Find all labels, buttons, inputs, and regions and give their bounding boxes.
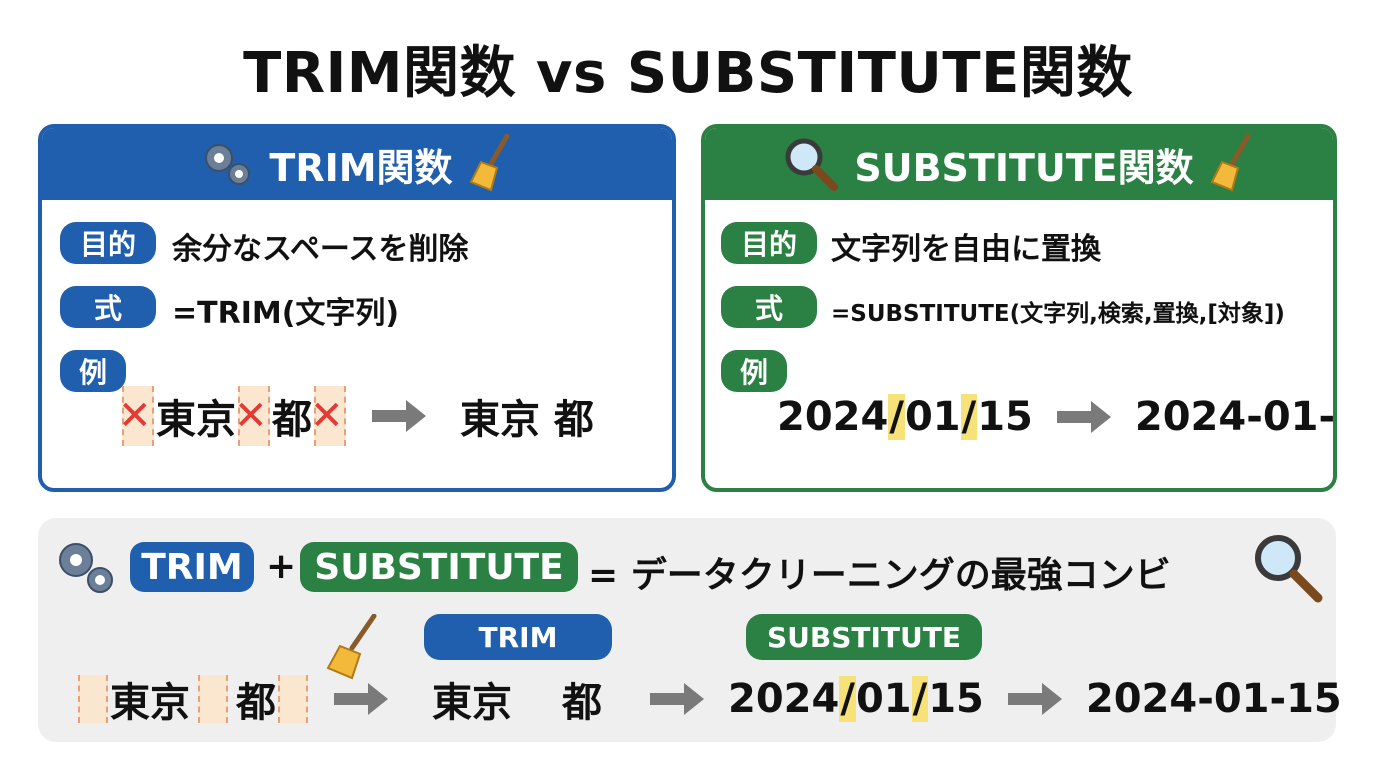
arrow-icon [1007, 683, 1062, 715]
flow-trimmed-1: 東京 [432, 680, 512, 726]
trim-example: ✕ 東京 ✕ 都 ✕ 東京 都 [118, 386, 594, 446]
cross-icon: ✕ [118, 393, 152, 439]
trim-formula-label: 式 [60, 286, 156, 328]
substitute-formula-label: 式 [721, 286, 817, 328]
substitute-card-header: SUBSTITUTE関数 [705, 128, 1333, 200]
trim-example-before-2: 都 [272, 397, 312, 443]
space-marker: ✕ [118, 386, 154, 446]
step-trim-label: TRIM [424, 614, 612, 660]
space-marker: ✕ [234, 386, 270, 446]
flow-input-1: 東京 [110, 680, 190, 726]
slash-highlight: / [960, 394, 978, 440]
page-title: TRIM関数 vs SUBSTITUTE関数 [243, 41, 1133, 106]
substitute-card-title: SUBSTITUTE関数 [854, 145, 1194, 190]
cross-icon: ✕ [234, 393, 268, 439]
arrow-icon [372, 400, 426, 432]
substitute-purpose-text: 文字列を自由に置換 [831, 232, 1101, 267]
substitute-purpose-label: 目的 [721, 222, 817, 264]
sub-example-part: 15 [977, 394, 1033, 440]
trim-formula-text: =TRIM(文字列) [172, 296, 400, 331]
gears-icon [59, 543, 113, 593]
combo-flow: 東京 都 東京 都 2024 / 01 / 15 2024-01-15 [76, 670, 1342, 728]
trim-purpose-text: 余分なスペースを削除 [172, 232, 469, 267]
magnifier-icon [785, 138, 839, 191]
slash-highlight: / [839, 676, 856, 722]
flow-input-2: 都 [236, 680, 276, 726]
trim-purpose-label: 目的 [60, 222, 156, 264]
space-marker [78, 675, 108, 723]
flow-date-part: 01 [855, 676, 912, 722]
combo-substitute-badge: SUBSTITUTE [300, 542, 578, 592]
substitute-example-after: 2024-01-15 [1134, 394, 1336, 440]
flow-final: 2024-01-15 [1085, 676, 1342, 722]
substitute-example-label: 例 [721, 350, 787, 392]
flow-date-part: 2024 [728, 676, 840, 722]
combo-plus: + [266, 546, 297, 587]
arrow-icon [1056, 401, 1111, 433]
broom-icon [469, 134, 510, 192]
trim-card: TRIM関数 目的 余分なスペースを削除 式 =TRIM(文字列) 例 ✕ 東京… [38, 124, 676, 492]
slash-highlight: / [888, 394, 905, 440]
trim-example-after: 東京 都 [460, 397, 594, 443]
combo-panel: TRIM + SUBSTITUTE = データクリーニングの最強コンビ TRIM… [38, 518, 1342, 742]
arrow-icon [650, 683, 704, 715]
trim-example-before-1: 東京 [156, 397, 236, 443]
combo-trim-badge: TRIM [130, 542, 254, 592]
sub-example-part: 01 [904, 394, 961, 440]
trim-example-label: 例 [60, 350, 126, 392]
space-marker [278, 675, 308, 723]
combo-result-text: = データクリーニングの最強コンビ [588, 555, 1171, 596]
space-marker [198, 675, 228, 723]
broom-icon [326, 614, 377, 680]
trim-card-header: TRIM関数 [42, 128, 672, 200]
flow-date-part: 15 [928, 676, 984, 722]
substitute-example: 2024 / 01 / 15 2024-01-15 [777, 394, 1336, 440]
arrow-icon [334, 683, 388, 715]
magnifier-icon [1255, 535, 1323, 603]
slash-highlight: / [911, 676, 929, 722]
sub-example-part: 2024 [777, 394, 889, 440]
step-substitute-label: SUBSTITUTE [746, 614, 982, 660]
substitute-formula-text: =SUBSTITUTE(文字列,検索,置換,[対象]) [831, 301, 1285, 327]
broom-icon [1210, 134, 1251, 192]
gears-icon [205, 144, 251, 185]
trim-card-title: TRIM関数 [269, 145, 453, 190]
cross-icon: ✕ [310, 393, 344, 439]
flow-trimmed-2: 都 [562, 680, 602, 726]
substitute-card: SUBSTITUTE関数 目的 文字列を自由に置換 式 =SUBSTITUTE(… [701, 124, 1337, 492]
space-marker: ✕ [310, 386, 346, 446]
